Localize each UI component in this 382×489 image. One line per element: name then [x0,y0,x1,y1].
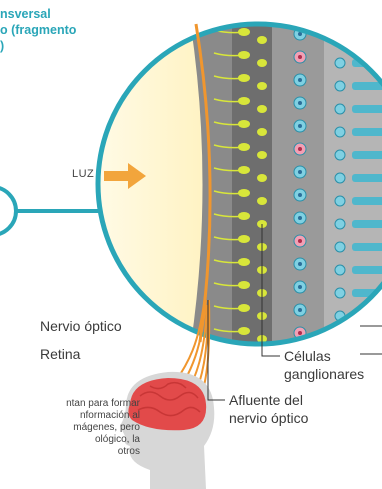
rod-segment [352,82,382,90]
ganglion-cell [238,166,250,174]
title-line-3: ) [0,39,5,53]
ganglion-cell [238,235,250,243]
cell-nucleus [298,55,302,59]
magnifier-ring [95,21,382,347]
ganglion-cell [238,97,250,105]
afferent-label-line-2: nervio óptico [229,410,309,426]
ganglion-cell [238,281,250,289]
cell-nucleus [298,331,302,335]
photoreceptor-cell [334,241,346,253]
light-arrow-icon [104,163,146,189]
rod-segment [352,36,382,44]
cell-nucleus [298,216,302,220]
bipolar-cell [257,174,267,182]
photoreceptor-cell [334,195,346,207]
ganglion-cell [238,212,250,220]
rod-segment [352,220,382,228]
bipolar-cell [257,82,267,90]
cell-nucleus [298,124,302,128]
rod-segment [352,335,382,343]
rod-segment [352,128,382,136]
afferent-label-line-1: Afluente del [229,392,303,408]
cell-nucleus [298,170,302,174]
rod-segment [352,105,382,113]
bipolar-cell [257,36,267,44]
title-line-1: nsversal [0,7,51,21]
cell-nucleus [298,32,302,36]
ganglion-label-line-2: ganglionares [284,366,365,382]
para-line-3: mágenes, pero [73,422,140,433]
bipolar-cell [257,59,267,67]
eye-thumbnail-circle [0,186,18,236]
cell-nucleus [298,101,302,105]
para-line-4: ológico, la [94,434,140,445]
photoreceptor-cell [334,333,346,344]
brain-folds [137,381,201,417]
ganglion-cell [238,304,250,312]
ganglion-cell [238,120,250,128]
photoreceptor-cell [334,126,346,138]
cell-nucleus [298,308,302,312]
para-line-5: otros [117,446,140,457]
description-paragraph: ntan para formar nformación al mágenes, … [0,398,140,458]
cell-nucleus [298,193,302,197]
rod-segment [352,243,382,251]
ganglion-cell [238,51,250,59]
para-line-2: nformación al [79,410,140,421]
bipolar-cell [257,105,267,113]
photoreceptor-cell [334,57,346,69]
light-label: LUZ [72,168,95,180]
cell-nucleus [298,262,302,266]
cell-nucleus [298,239,302,243]
photoreceptor-cell [334,149,346,161]
optic-nerve-label-text: Nervio óptico [40,318,122,334]
cell-nucleus [298,285,302,289]
photoreceptor-cell [334,264,346,276]
photoreceptor-cell [334,172,346,184]
ganglion-cell [238,327,250,335]
cell-nucleus [298,78,302,82]
photoreceptor-cell [334,80,346,92]
photoreceptor-cell [334,287,346,299]
bipolar-cell [257,197,267,205]
ganglion-cell [238,258,250,266]
cell-nucleus [298,147,302,151]
rod-segment [352,174,382,182]
ganglion-cell [238,28,250,36]
figure-title: nsversal o (fragmento ) [0,6,120,54]
ganglion-cell [238,189,250,197]
photoreceptor-cell [334,218,346,230]
bipolar-cell [257,151,267,159]
retina-magnified-view [98,24,382,344]
rod-segment [352,197,382,205]
rod-segment [352,266,382,274]
ganglion-cell [238,74,250,82]
leader-lines [207,224,280,401]
brain-icon [128,378,207,431]
para-line-1: ntan para formar [66,398,140,409]
photoreceptor-cell [334,103,346,115]
ganglion-cell [238,143,250,151]
title-line-2: o (fragmento [0,23,77,37]
retina-label: Retina [40,346,81,362]
rod-segment [352,151,382,159]
bipolar-cell [257,128,267,136]
ganglion-label-line-1: Células [284,348,331,364]
